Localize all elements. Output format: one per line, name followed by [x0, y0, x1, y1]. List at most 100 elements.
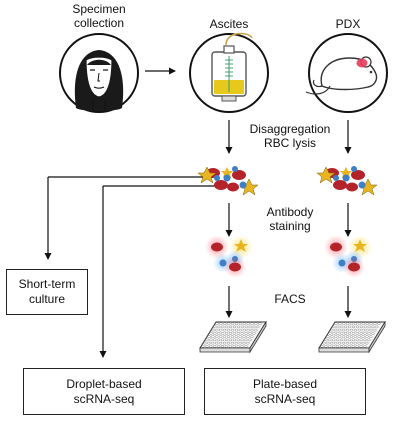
plate-well — [355, 325, 359, 329]
plate-well — [244, 332, 248, 335]
plate-well — [357, 341, 361, 345]
plate-well — [353, 335, 357, 338]
plate-well — [361, 341, 365, 345]
plate-well — [332, 345, 336, 348]
plate-well — [359, 325, 363, 329]
plate-well — [246, 322, 250, 325]
pdx-label: PDX — [335, 17, 361, 31]
plate-well — [367, 338, 371, 342]
plate-well — [224, 345, 228, 348]
plate-well — [236, 338, 240, 342]
plate-well — [240, 338, 244, 342]
plate-well — [349, 328, 354, 332]
plate-well — [326, 335, 330, 338]
plate-well — [221, 332, 225, 335]
plate-well — [203, 341, 207, 345]
staining-text: staining — [269, 219, 311, 233]
plate-well — [336, 345, 340, 348]
plate-well — [228, 345, 232, 348]
plate-well — [227, 328, 231, 332]
plate-well — [353, 322, 358, 325]
plate-well — [240, 332, 244, 335]
plate-well — [359, 338, 363, 342]
plate-well — [207, 341, 211, 345]
plate-well — [248, 338, 252, 342]
plate-well — [365, 335, 369, 338]
plate-well — [207, 335, 211, 338]
plate-well — [345, 341, 349, 345]
plate-well — [359, 332, 363, 335]
plate-well — [373, 322, 377, 325]
plate-well — [225, 332, 229, 335]
plate-well — [369, 328, 373, 332]
specimen-label-line2: collection — [73, 16, 125, 30]
plate-well — [219, 335, 223, 338]
plate-well — [224, 338, 229, 342]
plate-well — [341, 341, 346, 345]
plate-well — [350, 322, 354, 325]
plate-well — [246, 341, 250, 345]
plate-well — [363, 345, 367, 348]
plate-well — [217, 338, 221, 342]
plate-well — [338, 335, 342, 338]
plate-well — [244, 345, 248, 348]
plate-well — [250, 322, 254, 325]
plate-well — [244, 338, 248, 342]
plate-well — [223, 322, 227, 325]
plate-well — [228, 338, 232, 342]
plate-well — [343, 345, 347, 348]
plate-well — [238, 335, 242, 338]
plate-well — [342, 322, 346, 325]
plate-well — [254, 322, 258, 325]
plate-well — [347, 332, 352, 335]
plate-well — [334, 341, 338, 345]
plate-well — [340, 332, 344, 335]
plate-well — [252, 325, 256, 329]
plate-well — [340, 338, 344, 342]
specimen-label-line1: Specimen — [72, 2, 126, 16]
plate-well — [357, 335, 361, 338]
plate-well — [211, 328, 215, 332]
plate-well — [330, 341, 334, 345]
plate-well — [254, 328, 258, 332]
plate-well — [338, 322, 342, 325]
plate-well — [348, 325, 352, 329]
plate-well — [250, 328, 254, 332]
plate-well — [215, 328, 219, 332]
plate-well — [346, 322, 350, 325]
plate-well — [234, 335, 238, 338]
plate-well — [363, 332, 367, 335]
ascites-label: Ascites — [209, 17, 249, 31]
plate-well — [213, 332, 217, 335]
plate-well — [361, 335, 365, 338]
plate-well — [209, 345, 213, 348]
plate-well — [244, 325, 248, 329]
plate-well — [209, 338, 213, 342]
plate-well — [246, 328, 250, 332]
plate-well — [359, 345, 363, 348]
plate-well — [330, 328, 334, 332]
plate-well — [349, 341, 353, 345]
plate-well — [367, 332, 371, 335]
plate-well — [377, 322, 381, 325]
plate-well — [343, 338, 348, 342]
plate-well — [252, 332, 256, 335]
droplet-scrna-seq-box: Droplet-based scRNA-seq — [23, 368, 185, 415]
plate-well — [353, 328, 357, 332]
plate-well — [346, 328, 350, 332]
plate-well — [248, 325, 252, 329]
plate-well — [230, 328, 235, 332]
plate-well — [227, 322, 231, 325]
plate-well — [213, 345, 217, 348]
plate-well — [342, 335, 346, 338]
plate-well — [365, 328, 369, 332]
plate-well — [226, 341, 230, 345]
plate-well — [236, 325, 240, 329]
plate-well — [234, 341, 238, 345]
